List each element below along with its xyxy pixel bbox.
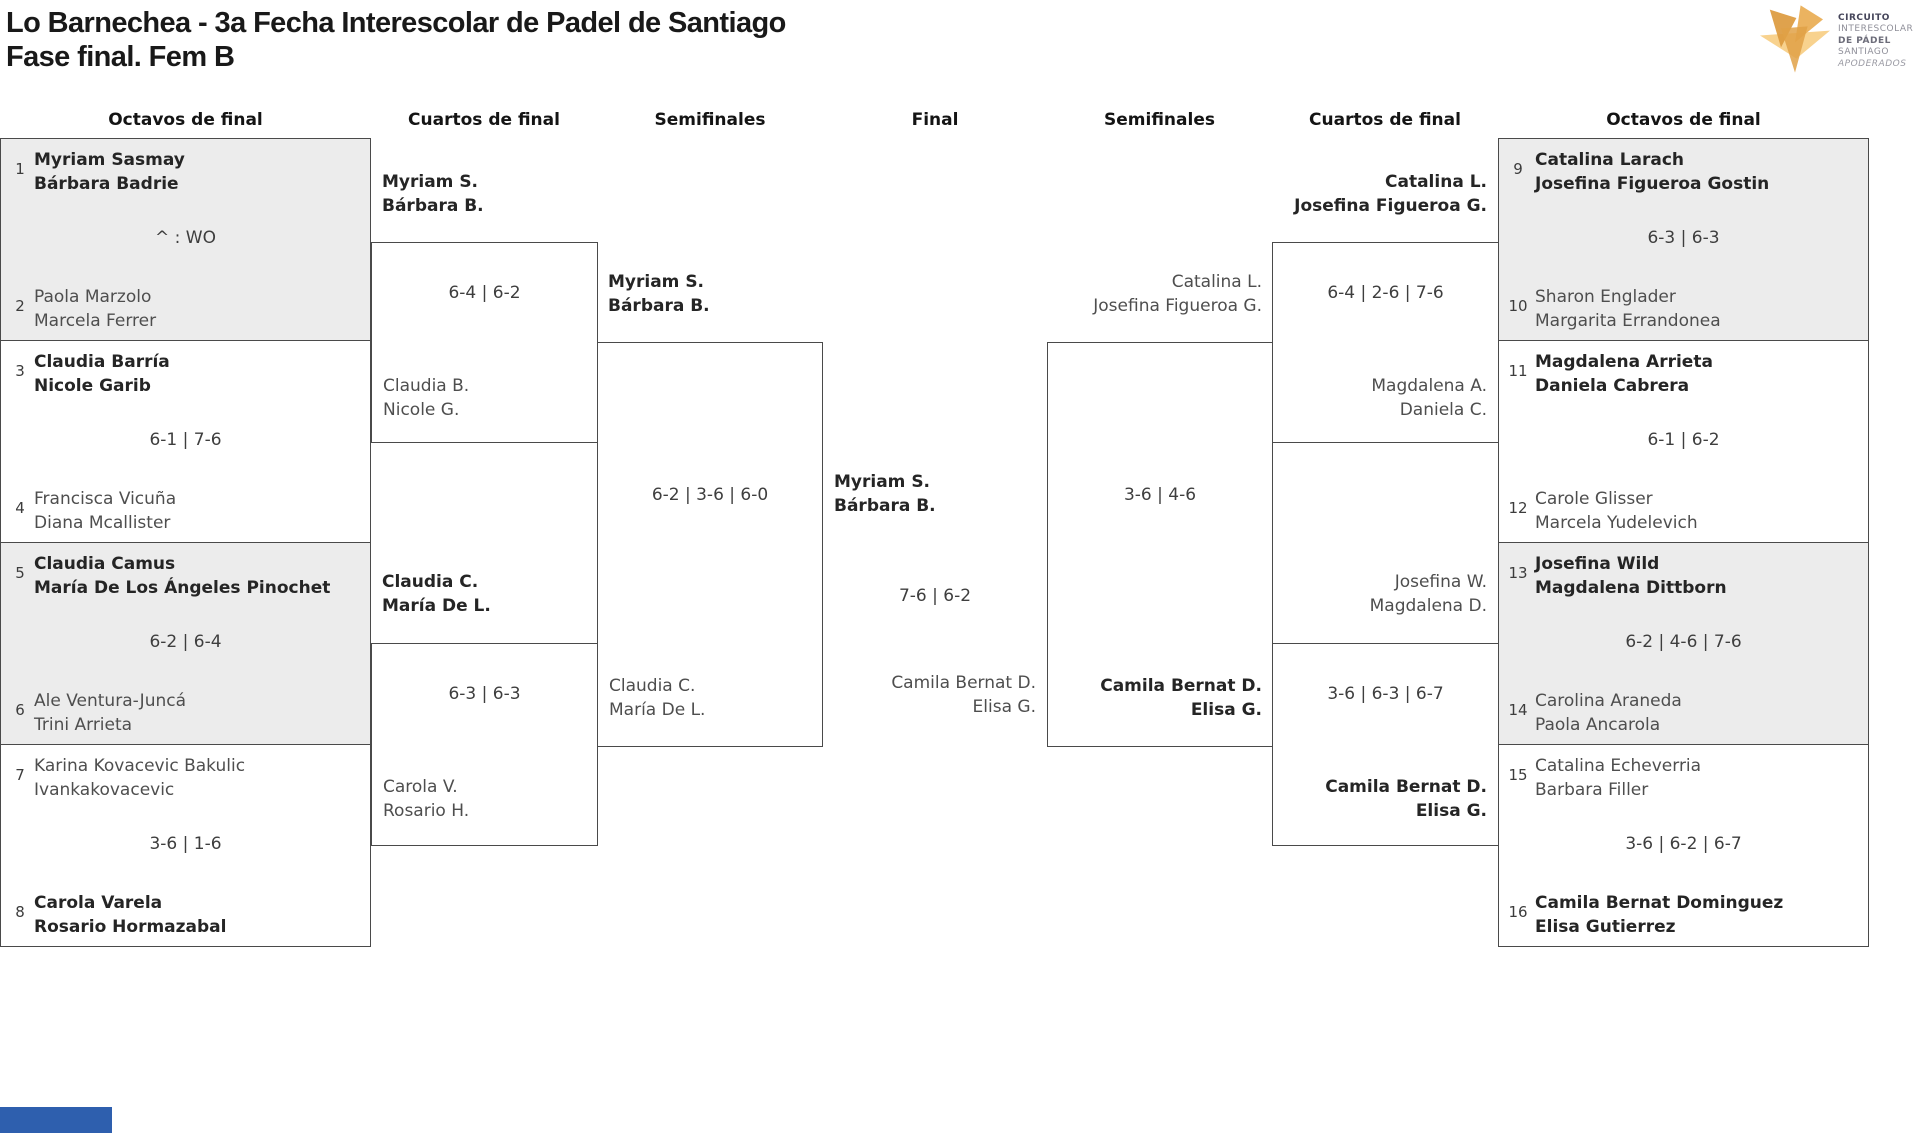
seed-number: 13 xyxy=(1508,564,1528,582)
logo-text-line1: CIRCUITO xyxy=(1838,13,1890,23)
team-names: Camila Bernat D.Elisa G. xyxy=(1100,676,1262,720)
seed-number: 6 xyxy=(15,701,25,719)
final-score: 7-6 | 6-2 xyxy=(898,586,972,606)
match-score: 3-6 | 4-6 xyxy=(1123,485,1197,505)
match-box-sf-left: 6-2 | 3-6 | 6-0 Claudia C.María De L. xyxy=(597,342,823,747)
seed-number: 2 xyxy=(15,297,25,315)
final-runnerup: Camila Bernat D.Elisa G. xyxy=(891,673,1036,717)
match-box-qf-left-2: 6-3 | 6-3 Carola V.Rosario H. xyxy=(371,643,598,846)
final-winner: Myriam S.Bárbara B. xyxy=(834,472,936,516)
logo-text: CIRCUITO INTERESCOLAR DE PÁDEL SANTIAGO … xyxy=(1838,13,1913,70)
logo-text-line3: DE PÁDEL xyxy=(1838,35,1891,46)
page-title: Lo Barnechea - 3a Fecha Interescolar de … xyxy=(6,6,786,74)
team-names: Carola V.Rosario H. xyxy=(383,777,470,821)
team-names: Camila Bernat D.Elisa G. xyxy=(1325,777,1487,821)
match-score: 6-4 | 2-6 | 7-6 xyxy=(1327,283,1444,303)
team-names: Claudia B.Nicole G. xyxy=(383,376,470,420)
round-header-octavos-left: Octavos de final xyxy=(108,110,263,130)
sf-right-top-team: Catalina L.Josefina Figueroa G. xyxy=(1093,272,1262,316)
match-score: 6-2 | 3-6 | 6-0 xyxy=(651,485,769,505)
match-score: 6-3 | 6-3 xyxy=(448,684,521,704)
seed-number: 16 xyxy=(1508,903,1528,921)
logo-text-line2: INTERESCOLAR xyxy=(1838,24,1914,35)
round-header-cuartos-left: Cuartos de final xyxy=(408,110,560,130)
match-score: 3-6 | 6-3 | 6-7 xyxy=(1327,684,1444,704)
bottom-blue-bar xyxy=(0,1107,112,1133)
round-header-final: Final xyxy=(911,110,959,130)
match-score: 6-4 | 6-2 xyxy=(448,283,521,303)
match-score: ^ : WO xyxy=(155,228,216,248)
seed-number: 11 xyxy=(1508,362,1528,380)
match-score: 6-1 | 7-6 xyxy=(149,430,222,450)
qf-left-1-winner: Myriam S.Bárbara B. xyxy=(382,172,484,216)
logo-text-line4: SANTIAGO xyxy=(1838,47,1889,58)
match-score: 6-2 | 4-6 | 7-6 xyxy=(1625,632,1742,652)
seed-number: 14 xyxy=(1508,701,1528,719)
seed-number: 3 xyxy=(15,362,25,380)
logo-text-line5: APODERADOS xyxy=(1838,58,1907,69)
seed-number: 12 xyxy=(1508,499,1528,517)
seed-number: 5 xyxy=(15,564,25,582)
circuito-logo-icon xyxy=(1760,5,1830,73)
seed-number: 4 xyxy=(15,499,25,517)
seed-number: 7 xyxy=(15,766,25,784)
match-score: 6-1 | 6-2 xyxy=(1647,430,1720,450)
qf-right-1-winner: Catalina L.Josefina Figueroa G. xyxy=(1294,172,1487,216)
seed-number: 8 xyxy=(15,903,25,921)
match-box-qf-right-2: 3-6 | 6-3 | 6-7 Camila Bernat D.Elisa G. xyxy=(1272,643,1499,846)
match-score: 3-6 | 1-6 xyxy=(149,834,222,854)
round-header-octavos-right: Octavos de final xyxy=(1606,110,1761,130)
match-box-qf-left-1: 6-4 | 6-2 Claudia B.Nicole G. xyxy=(371,242,598,443)
team-names: Claudia C.María De L. xyxy=(609,676,706,720)
page-title-line2: Fase final. Fem B xyxy=(6,41,235,73)
seed-number: 15 xyxy=(1508,766,1528,784)
round-header-semis-left: Semifinales xyxy=(654,110,766,130)
page-title-line1: Lo Barnechea - 3a Fecha Interescolar de … xyxy=(6,7,786,39)
qf-right-2-top-team: Josefina W.Magdalena D. xyxy=(1369,572,1487,616)
match-score: 6-2 | 6-4 xyxy=(149,632,222,652)
match-score: 3-6 | 6-2 | 6-7 xyxy=(1625,834,1742,854)
seed-number: 10 xyxy=(1508,297,1528,315)
seed-number: 9 xyxy=(1513,160,1523,178)
round-header-cuartos-right: Cuartos de final xyxy=(1309,110,1461,130)
qf-left-2-winner: Claudia C.María De L. xyxy=(382,572,491,616)
match-score: 6-3 | 6-3 xyxy=(1647,228,1720,248)
match-box-sf-right: 3-6 | 4-6 Camila Bernat D.Elisa G. xyxy=(1047,342,1273,747)
seed-number: 1 xyxy=(15,160,25,178)
team-names: Magdalena A.Daniela C. xyxy=(1371,376,1487,420)
sf-left-winner: Myriam S.Bárbara B. xyxy=(608,272,710,316)
match-box-qf-right-1: 6-4 | 2-6 | 7-6 Magdalena A.Daniela C. xyxy=(1272,242,1499,443)
round-header-semis-right: Semifinales xyxy=(1104,110,1215,130)
